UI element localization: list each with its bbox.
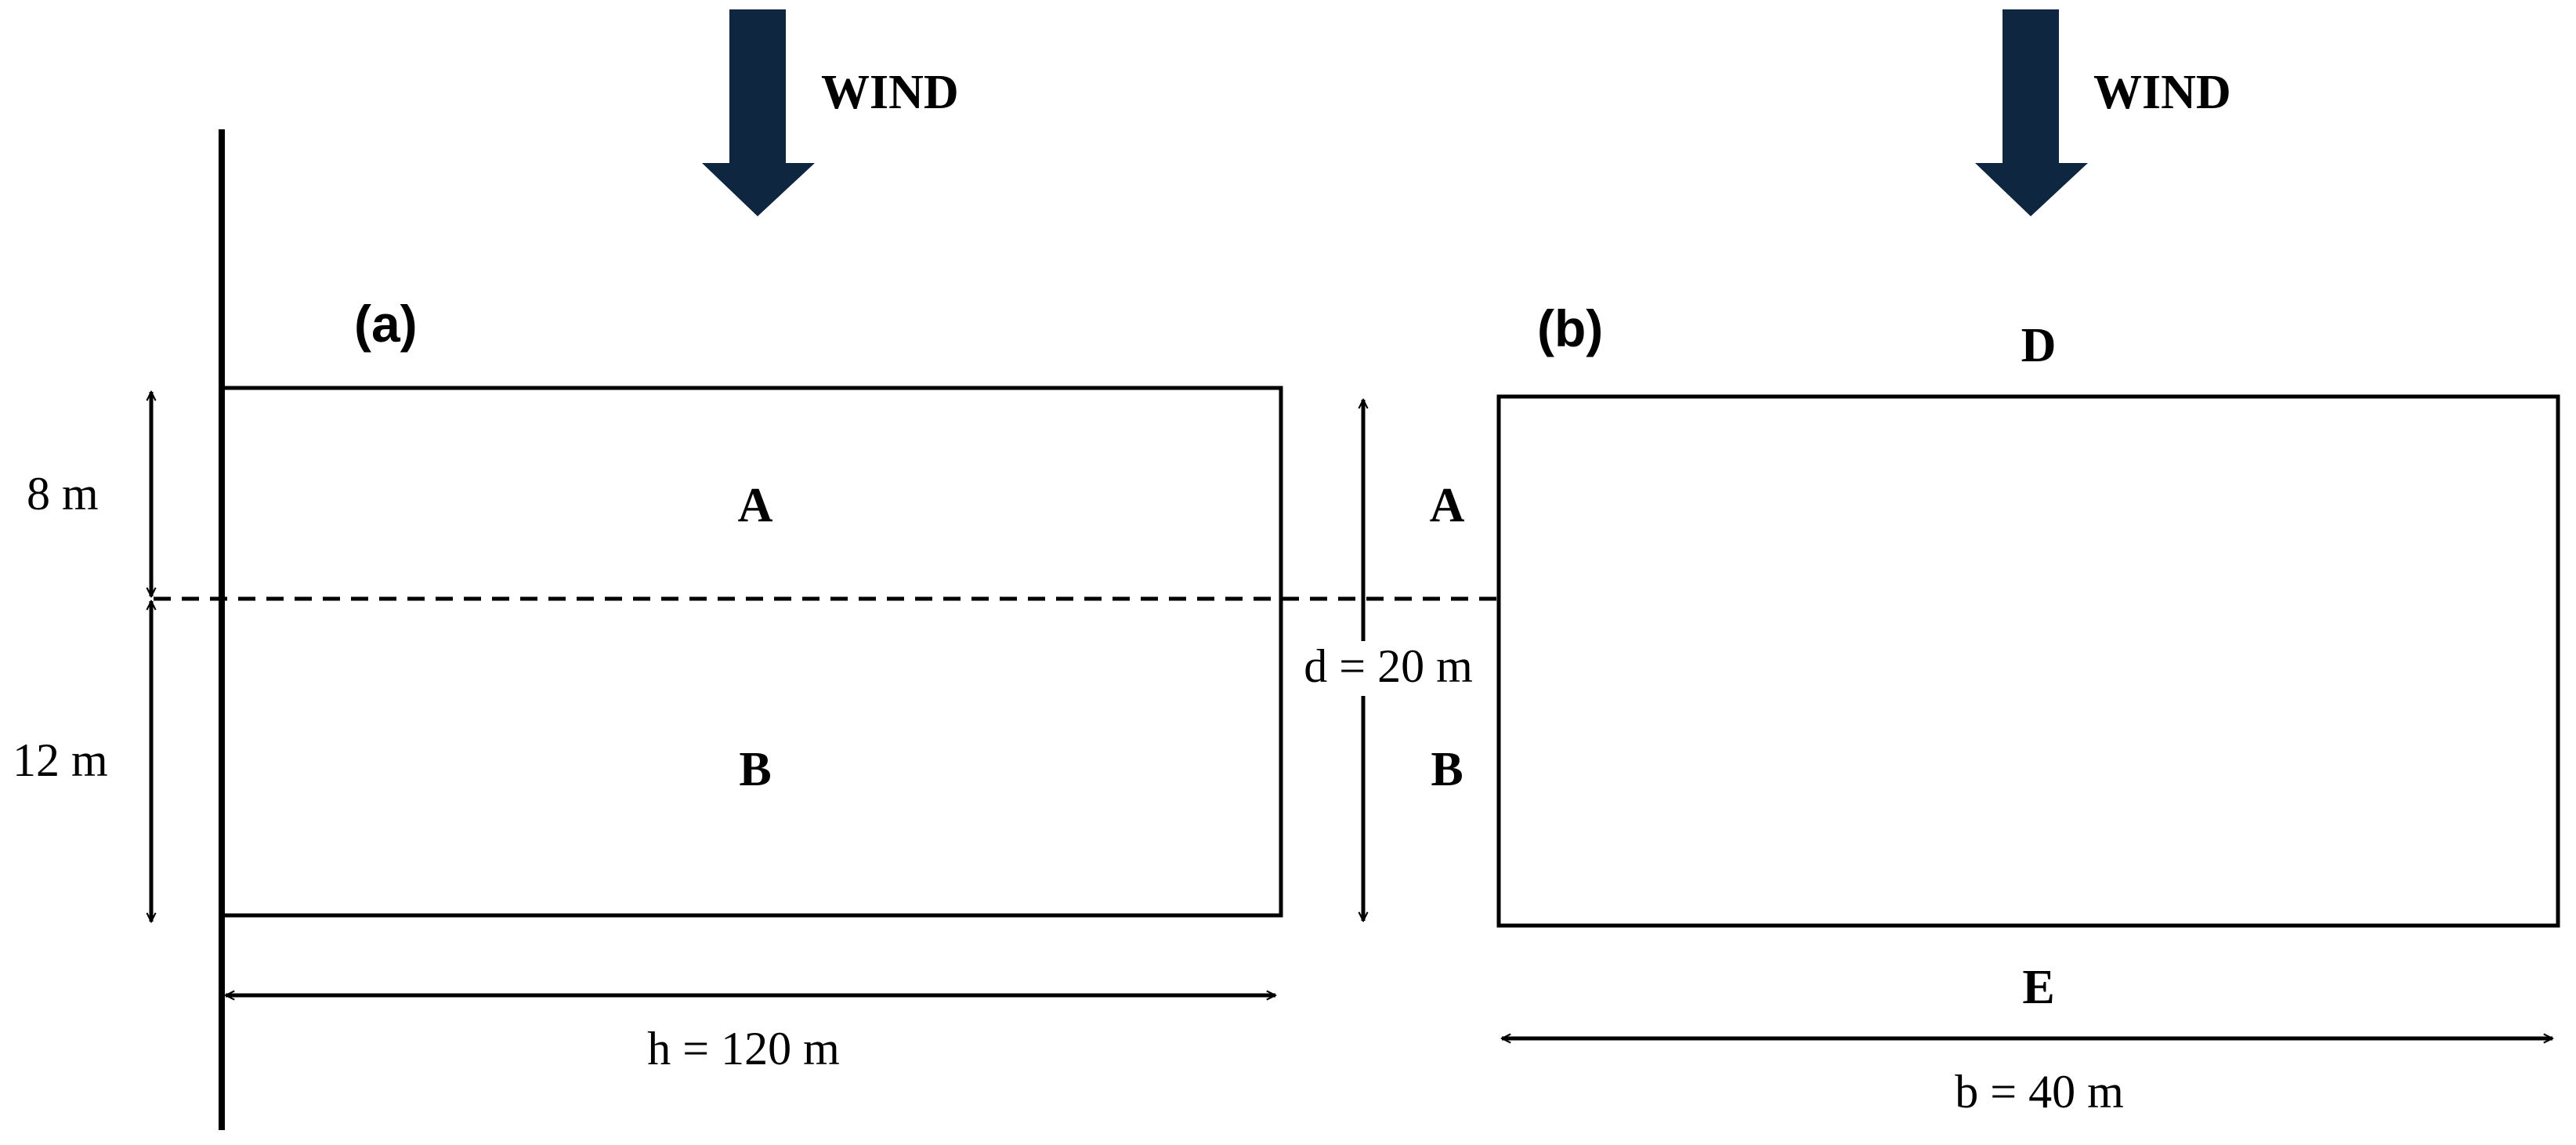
zone-a-label-a: A xyxy=(738,479,773,532)
panel-a-tag: (a) xyxy=(354,295,418,353)
panel-b-tag: (b) xyxy=(1537,299,1603,357)
wind-arrow-b-icon xyxy=(1975,9,2088,216)
panel-b: WIND (b) D d = 20 m A B E b = 40 m xyxy=(1286,9,2560,1118)
zone-a-label-b: A xyxy=(1430,479,1465,532)
wind-label-a: WIND xyxy=(821,66,959,119)
wind-arrow-a-icon xyxy=(702,9,815,216)
dim-label-d: d = 20 m xyxy=(1304,640,1473,692)
zone-e-label: E xyxy=(2022,961,2054,1014)
dim-label-8m: 8 m xyxy=(27,468,99,520)
zone-b-label-b: B xyxy=(1431,743,1463,796)
panel-a: WIND (a) A B 8 m 12 m h = 120 m xyxy=(13,9,1498,1130)
dim-label-12m: 12 m xyxy=(13,734,108,786)
zone-b-label-a: B xyxy=(739,743,771,796)
dim-label-b: b = 40 m xyxy=(1955,1066,2124,1118)
dim-label-d-bg xyxy=(1286,641,1492,696)
dim-label-h: h = 120 m xyxy=(647,1023,840,1074)
building-rect-a xyxy=(220,386,1283,918)
wind-label-b: WIND xyxy=(2093,66,2231,119)
zone-d-label: D xyxy=(2021,319,2057,372)
building-rect-b xyxy=(1496,394,2560,928)
